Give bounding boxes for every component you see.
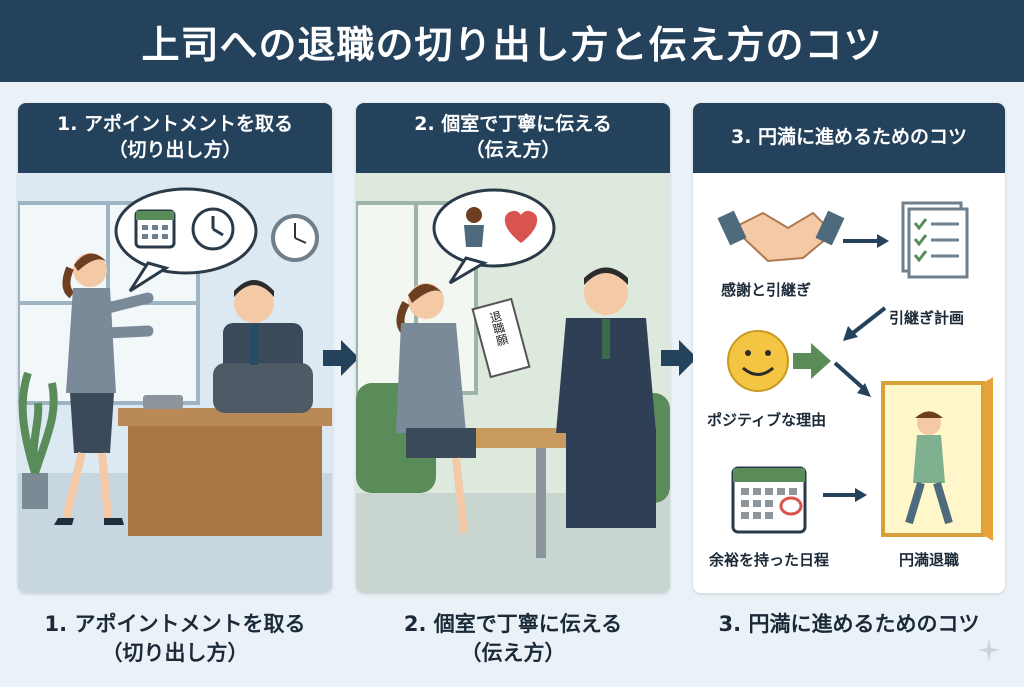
panel-2-title: 2. 個室で丁寧に伝える <box>414 113 612 136</box>
panel-3-flow: 感謝と引継ぎ 引継ぎ計画 ポジティブな理由 余裕を持った日程 円満退職 <box>693 173 1005 593</box>
office-scene-illustration <box>18 173 332 593</box>
bowing-person-icon <box>464 207 484 247</box>
panel-1-title: 1. アポイントメントを取る <box>56 113 294 136</box>
step-panel-1: 1. アポイントメントを取る （切り出し方） <box>18 103 332 593</box>
panel-1-header: 1. アポイントメントを取る （切り出し方） <box>18 103 332 173</box>
tip-label-schedule: 余裕を持った日程 <box>709 551 830 569</box>
panel-2-illustration: 退職願 <box>356 173 670 593</box>
speech-bubble <box>432 188 556 285</box>
step-panel-2: 2. 個室で丁寧に伝える （伝え方） <box>356 103 670 593</box>
panel-1-illustration <box>18 173 332 593</box>
caption-1-line1: 1. アポイントメントを取る <box>44 612 306 636</box>
title-banner: 上司への退職の切り出し方と伝え方のコツ <box>0 0 1024 82</box>
woman-figure <box>54 253 154 525</box>
caption-2: 2. 個室で丁寧に伝える （伝え方） <box>356 610 670 669</box>
calendar-icon <box>134 209 176 249</box>
panel-2-header: 2. 個室で丁寧に伝える （伝え方） <box>356 103 670 173</box>
tip-label-goal: 円満退職 <box>899 551 960 569</box>
caption-2-line2: （伝え方） <box>460 641 566 666</box>
manager-figure <box>556 267 656 528</box>
step-panel-3: 3. 円満に進めるためのコツ <box>693 103 1005 593</box>
calendar-icon <box>731 466 807 534</box>
panel-3-title: 3. 円満に進めるためのコツ <box>730 126 968 149</box>
tip-label-thanks: 感謝と引継ぎ <box>721 281 812 299</box>
handshake-icon <box>717 210 845 263</box>
panel-1-subtitle: （切り出し方） <box>108 139 242 161</box>
resignation-letter: 退職願 <box>471 297 531 379</box>
employee-figure <box>396 283 476 534</box>
arrow-right-icon <box>661 340 697 376</box>
caption-3: 3. 円満に進めるためのコツ <box>693 610 1005 639</box>
smiley-icon <box>727 330 831 392</box>
tip-label-positive: ポジティブな理由 <box>707 411 827 429</box>
wall-clock-icon <box>271 214 319 262</box>
meeting-room-illustration: 退職願 <box>356 173 670 593</box>
caption-1: 1. アポイントメントを取る （切り出し方） <box>18 610 332 669</box>
sparkle-icon <box>978 639 1000 661</box>
panel-3-header: 3. 円満に進めるためのコツ <box>693 103 1005 173</box>
arrow-right-icon <box>323 340 359 376</box>
caption-2-line1: 2. 個室で丁寧に伝える <box>403 612 623 636</box>
page-title: 上司への退職の切り出し方と伝え方のコツ <box>141 22 883 67</box>
boss-figure <box>213 280 313 413</box>
caption-1-line2: （切り出し方） <box>101 641 249 666</box>
panel-2-subtitle: （伝え方） <box>465 139 561 161</box>
caption-3-line1: 3. 円満に進めるためのコツ <box>718 612 980 636</box>
clock-icon <box>191 207 235 251</box>
speech-bubble <box>114 187 258 293</box>
tips-flow-diagram <box>717 201 993 541</box>
checklist-icon <box>901 201 969 279</box>
heart-icon <box>504 210 538 243</box>
door-exit-icon <box>881 377 993 541</box>
tip-label-plan: 引継ぎ計画 <box>889 309 965 327</box>
